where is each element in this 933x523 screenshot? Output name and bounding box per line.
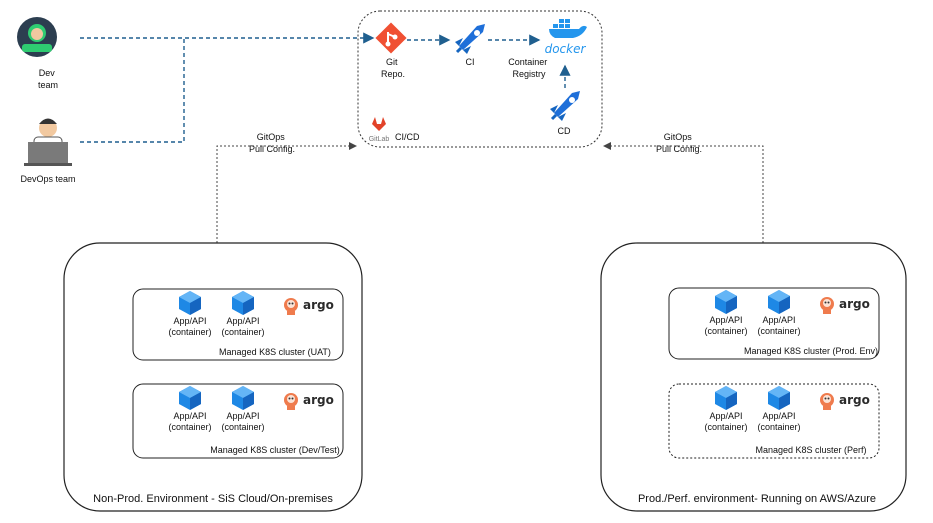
container-cube-icon — [179, 386, 201, 410]
k8s-cluster: App/API(container) App/API(container) argo… — [668, 383, 880, 459]
docker-icon — [549, 19, 587, 38]
prod-environment-box — [600, 242, 907, 512]
container-cube-icon — [715, 386, 737, 410]
gitops-right-label: GitOps Pull Config. — [656, 132, 702, 154]
git-icon — [375, 22, 407, 54]
nonprod-environment-box — [63, 242, 363, 512]
clusters-layer: App/API(container) App/API(container) argo… — [132, 287, 880, 459]
app-api-label: App/API(container) — [168, 316, 211, 337]
ci-rocket-icon — [453, 22, 487, 56]
gitops-left-label: GitOps Pull Config. — [249, 132, 295, 154]
container-cube-icon — [715, 290, 737, 314]
git-line1: Git — [386, 57, 398, 67]
cluster-box — [668, 383, 880, 459]
app-api-label: App/API(container) — [757, 315, 800, 336]
cd-rocket-icon — [548, 89, 582, 123]
container-cube-icon — [232, 386, 254, 410]
cicd-label: CI/CD — [395, 132, 420, 142]
app-api-label: App/API(container) — [221, 316, 264, 337]
gitops-right-line2: Pull Config. — [656, 144, 702, 154]
gitops-left-line1: GitOps — [257, 132, 286, 142]
cluster-box — [132, 288, 344, 361]
docker-wordmark: docker — [545, 42, 587, 56]
cluster-label: Managed K8S cluster (Prod. Env) — [744, 346, 878, 356]
argo-logo-icon — [284, 393, 298, 410]
dev-team-line2: team — [38, 80, 58, 90]
cluster-label: Managed K8S cluster (UAT) — [219, 347, 331, 357]
cluster-label: Managed K8S cluster (Perf) — [755, 445, 866, 455]
k8s-cluster: App/API(container) App/API(container) argo… — [132, 383, 344, 459]
git-repo-label: Git Repo. — [381, 57, 405, 79]
gitops-left-line2: Pull Config. — [249, 144, 295, 154]
cluster-box — [668, 287, 880, 360]
app-api-label: App/API(container) — [168, 411, 211, 432]
dev-team-line1: Dev — [39, 68, 56, 78]
argo-wordmark: argo — [303, 393, 334, 407]
argo-wordmark: argo — [839, 297, 870, 311]
app-api-label: App/API(container) — [757, 411, 800, 432]
app-api-label: App/API(container) — [221, 411, 264, 432]
argo-logo-icon — [284, 298, 298, 315]
argo-logo-icon — [820, 393, 834, 410]
dev-team-label: Dev team — [38, 68, 58, 90]
argo-logo-icon — [820, 297, 834, 314]
argo-wordmark: argo — [303, 298, 334, 312]
cicd-connectors — [407, 34, 571, 88]
gitlab-icon — [372, 117, 386, 131]
cluster-label: Managed K8S cluster (Dev/Test) — [210, 445, 340, 455]
cluster-box — [132, 383, 344, 459]
container-cube-icon — [768, 386, 790, 410]
k8s-cluster: App/API(container) App/API(container) argo… — [132, 288, 344, 361]
gitops-connectors — [216, 142, 764, 243]
gitops-right-line1: GitOps — [664, 132, 693, 142]
registry-line1: Container — [508, 57, 547, 67]
argo-wordmark: argo — [839, 393, 870, 407]
app-api-label: App/API(container) — [704, 411, 747, 432]
nonprod-environment-label: Non-Prod. Environment - SiS Cloud/On-pre… — [93, 493, 333, 505]
container-cube-icon — [768, 290, 790, 314]
gitlab-wordmark: GitLab — [369, 136, 390, 143]
team-connectors — [80, 32, 375, 143]
devops-team-label: DevOps team — [20, 174, 75, 184]
registry-line2: Registry — [512, 69, 546, 79]
prod-environment-label: Prod./Perf. environment- Running on AWS/… — [638, 493, 876, 505]
cd-label: CD — [558, 126, 571, 136]
dev-team-avatar — [17, 17, 57, 57]
git-line2: Repo. — [381, 69, 405, 79]
container-cube-icon — [232, 291, 254, 315]
container-cube-icon — [179, 291, 201, 315]
k8s-cluster: App/API(container) App/API(container) argo… — [668, 287, 880, 360]
container-registry-label: Container Registry — [508, 57, 550, 79]
cicd-box — [357, 10, 603, 148]
ci-label: CI — [466, 57, 475, 67]
devops-team-avatar — [24, 118, 72, 166]
app-api-label: App/API(container) — [704, 315, 747, 336]
